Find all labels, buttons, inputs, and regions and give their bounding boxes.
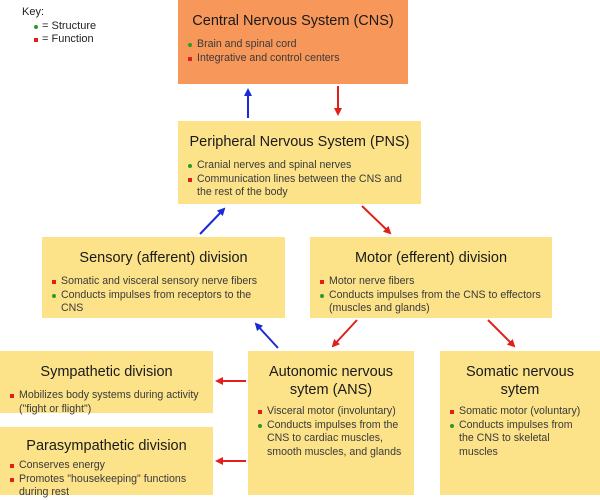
sensory-items: Somatic and visceral sensory nerve fiber… [52,275,275,316]
list-item: Somatic and visceral sensory nerve fiber… [52,275,275,289]
function-bullet-icon [320,280,324,284]
somatic-box: Somatic nervous sytem Somatic motor (vol… [440,351,600,495]
list-item-text: Somatic motor (voluntary) [459,405,581,417]
structure-bullet-icon [188,164,192,168]
list-item: Brain and spinal cord [188,38,398,52]
pns-box: Peripheral Nervous System (PNS) Cranial … [178,121,421,204]
arrow-ans-to-sensory [254,322,279,349]
list-item-text: Somatic and visceral sensory nerve fiber… [61,275,258,287]
cns-box: Central Nervous System (CNS) Brain and s… [178,0,408,84]
list-item: Conducts impulses from the CNS to effect… [320,289,542,316]
list-item-text: Mobilizes body systems during activity (… [19,389,199,415]
list-item-text: Communication lines between the CNS and … [197,172,402,199]
structure-bullet-icon [258,423,262,428]
arrow-pns-to-motor [361,205,392,235]
arrow-sensory-to-pns [199,207,226,235]
list-item-text: Conducts impulses from the CNS to skelet… [459,418,573,458]
structure-bullet-icon [188,43,192,47]
list-item: Visceral motor (involuntary) [258,405,404,419]
list-item: Integrative and control centers [188,52,398,66]
legend: Key: = Structure = Function [22,6,96,47]
somatic-title: Somatic nervous sytem [466,364,574,398]
list-item-text: Conducts impulses from the CNS to cardia… [267,418,402,458]
list-item: Conducts impulses from receptors to the … [52,289,275,316]
sensory-title: Sensory (afferent) division [79,250,248,266]
list-item-text: Motor nerve fibers [329,275,415,287]
motor-box: Motor (efferent) division Motor nerve fi… [310,237,552,318]
list-item: Conducts impulses from the CNS to skelet… [450,419,590,460]
sympathetic-items: Mobilizes body systems during activity (… [10,389,203,416]
function-bullet-icon [10,394,14,398]
function-bullet-icon [188,56,192,61]
motor-title: Motor (efferent) division [354,250,508,266]
arrow-motor-to-somatic [487,319,516,348]
list-item: Cranial nerves and spinal nerves [188,159,411,173]
structure-bullet-icon [450,423,454,428]
structure-bullet-icon [34,24,38,29]
function-bullet-icon [10,464,14,468]
structure-bullet-icon [320,293,324,298]
pns-title: Peripheral Nervous System (PNS) [189,134,410,150]
cns-title: Central Nervous System (CNS) [192,13,394,29]
function-bullet-icon [450,410,454,414]
list-item-text: Conserves energy [19,459,105,471]
list-item-text: Visceral motor (involuntary) [267,405,396,417]
list-item: Conducts impulses from the CNS to cardia… [258,419,404,460]
list-item-text: Conducts impulses from the CNS to effect… [329,288,541,315]
autonomic-title: Autonomic nervous sytem (ANS) [268,364,394,398]
sensory-box: Sensory (afferent) division Somatic and … [42,237,285,318]
sympathetic-title: Sympathetic division [40,364,173,380]
sympathetic-box: Sympathetic division Mobilizes body syst… [0,351,213,416]
function-bullet-icon [34,38,38,42]
list-item-text: Conducts impulses from receptors to the … [61,288,252,315]
parasympathetic-title: Parasympathetic division [26,438,187,454]
list-item: Conserves energy [10,459,203,473]
autonomic-box: Autonomic nervous sytem (ANS) Visceral m… [248,351,414,495]
legend-title: Key: [22,6,45,18]
autonomic-items: Visceral motor (involuntary)Conducts imp… [258,405,404,459]
somatic-items: Somatic motor (voluntary)Conducts impuls… [450,405,590,459]
parasympathetic-box: Parasympathetic division Conserves energ… [0,427,213,498]
structure-bullet-icon [52,293,56,298]
function-bullet-icon [52,280,56,284]
list-item: Somatic motor (voluntary) [450,405,590,419]
arrow-motor-to-ans [331,319,358,348]
list-item-text: Cranial nerves and spinal nerves [197,159,352,171]
legend-structure: = Structure [22,20,96,34]
list-item-text: Integrative and control centers [197,51,340,64]
list-item: Communication lines between the CNS and … [188,173,411,200]
legend-structure-label: = Structure [42,19,97,32]
function-bullet-icon [188,177,192,182]
list-item-text: Brain and spinal cord [197,38,297,50]
function-bullet-icon [258,410,262,414]
legend-function-label: = Function [42,33,94,45]
legend-function: = Function [22,33,96,47]
list-item: Mobilizes body systems during activity (… [10,389,203,416]
function-bullet-icon [10,477,14,482]
list-item: Motor nerve fibers [320,275,542,289]
